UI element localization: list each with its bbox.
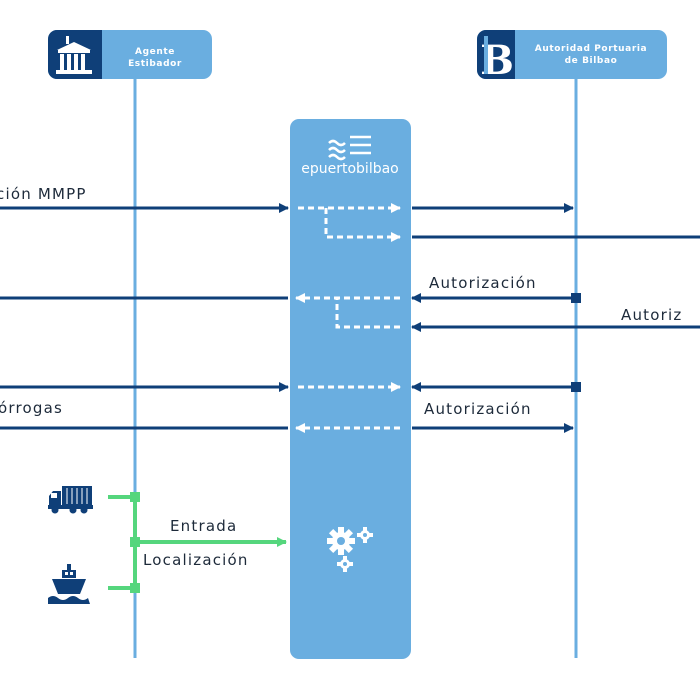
message-prorrogas: órrogas Autorización — [0, 399, 574, 433]
label-prorrogas: órrogas — [0, 399, 63, 417]
building-icon — [56, 36, 92, 74]
actor-agente: Agente Estibador — [48, 30, 212, 79]
gears-icon — [327, 527, 373, 572]
entrada-localizacion-flow: Entrada Localización — [48, 486, 287, 604]
source-marker — [571, 293, 581, 303]
actor-autoridad: B Autoridad Portuaria de Bilbao — [477, 30, 667, 84]
label-localizacion: Localización — [143, 551, 249, 569]
label-autorizacion-1: Autorización — [429, 274, 537, 292]
message-row-3 — [0, 382, 581, 392]
autoridad-label-line1: Autoridad Portuaria — [535, 44, 647, 54]
waves-icon — [328, 135, 371, 161]
platform-epuertobilbao: epuertobilbao — [290, 119, 411, 659]
agente-label-line2: Estibador — [128, 59, 182, 69]
message-mmpp: ción MMPP — [0, 185, 700, 242]
truck-icon — [48, 486, 93, 514]
source-marker — [571, 382, 581, 392]
label-autorizacion-2: Autoriz — [621, 306, 682, 324]
bilbao-b-logo: B — [480, 36, 514, 84]
dashed-branch-platform-2 — [335, 298, 400, 329]
label-autorizacion-3: Autorización — [424, 400, 532, 418]
label-mmpp: ción MMPP — [0, 185, 87, 203]
agente-label-line1: Agente — [135, 47, 175, 57]
message-autorizacion-1: Autorización Autoriz — [0, 274, 700, 332]
label-entrada: Entrada — [170, 517, 237, 535]
autoridad-label-line2: de Bilbao — [565, 56, 618, 66]
platform-brand: epuertobilbao — [301, 161, 399, 177]
ship-icon — [48, 564, 90, 604]
